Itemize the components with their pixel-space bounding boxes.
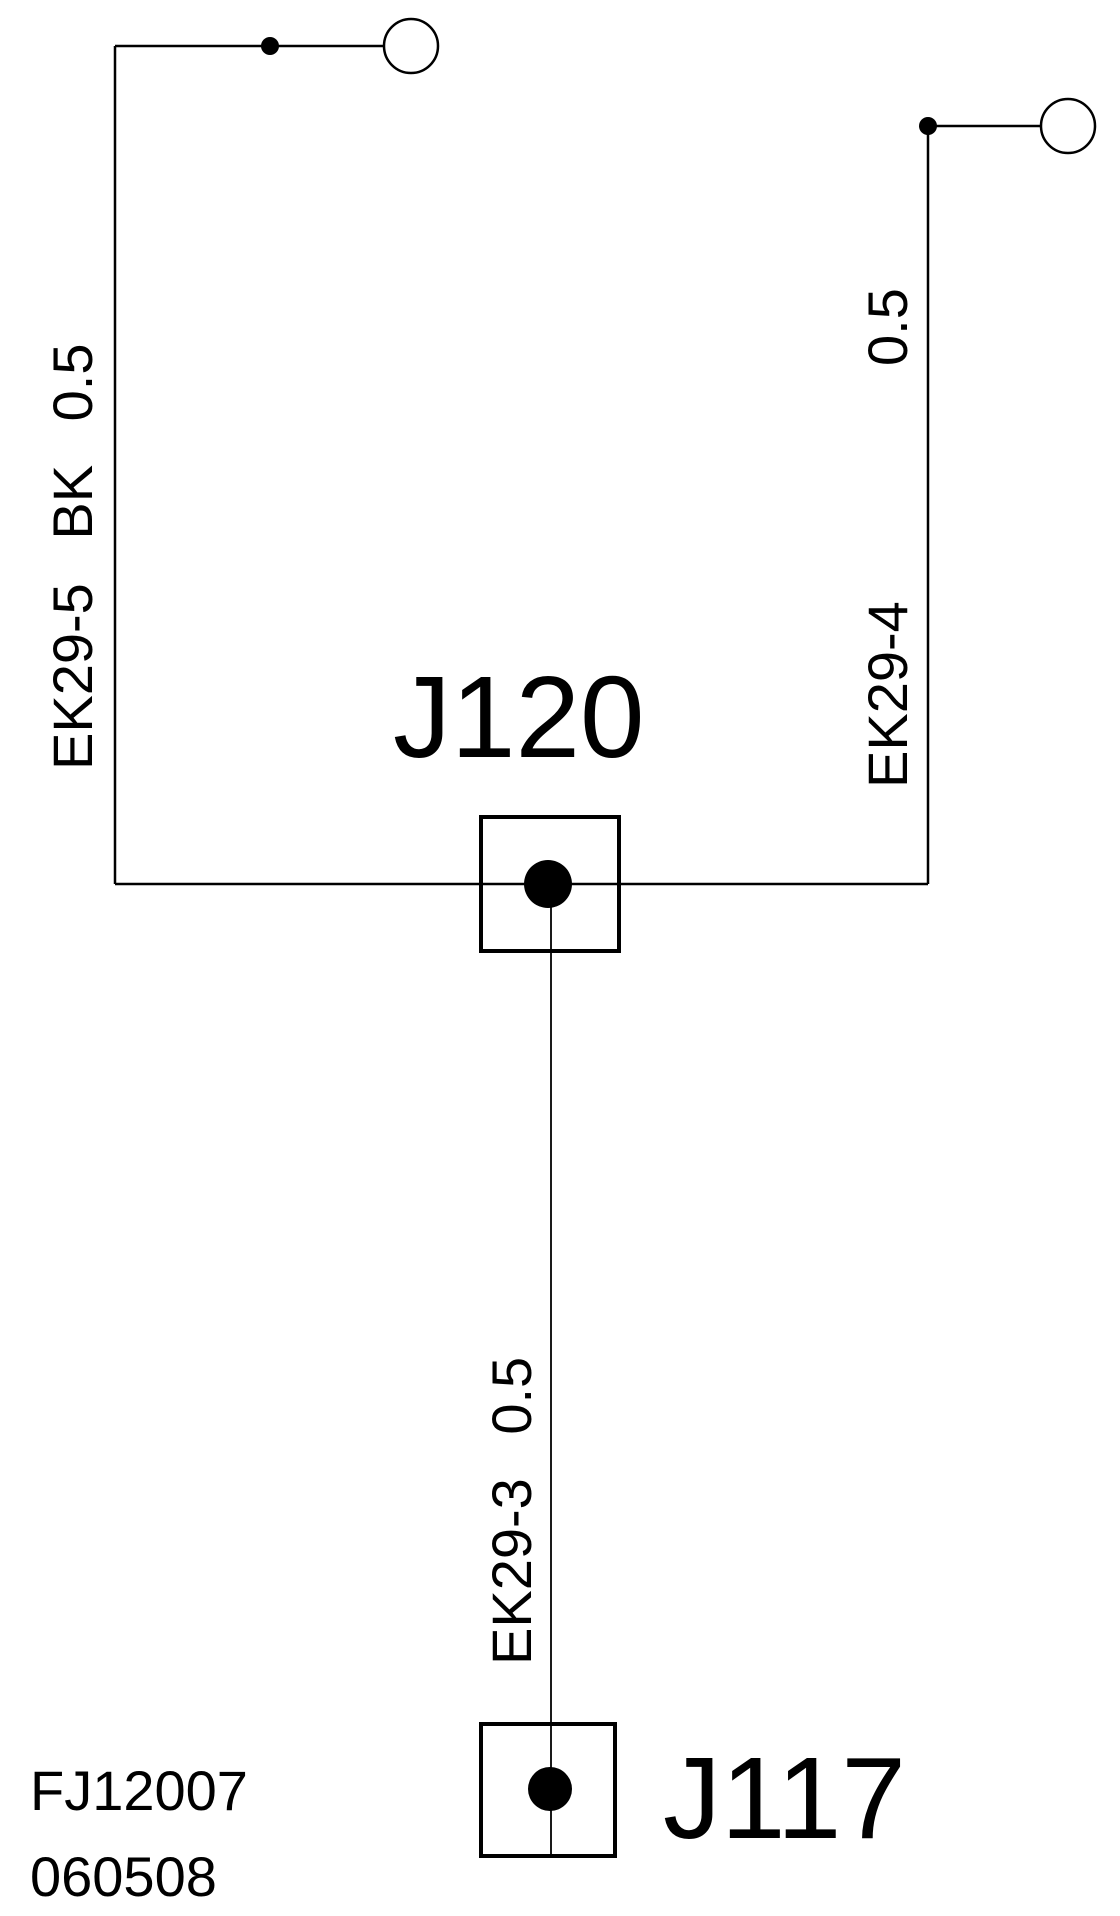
wire-ek29-3-label: EK29-3 0.5 <box>480 1357 543 1665</box>
wire-ek29-4 <box>548 97 1097 886</box>
terminal-right <box>1039 97 1097 155</box>
drawing-code-line1: FJ12007 <box>30 1759 248 1822</box>
wire-ek29-5-label: EK29-5 BK 0.5 <box>41 344 104 770</box>
connector-j117-pin <box>528 1767 572 1811</box>
connector-j117-box <box>479 1722 617 1858</box>
terminal-left <box>382 17 440 75</box>
wire-ek29-3-circuit: EK29-3 <box>480 1478 543 1665</box>
wire-ek29-5-size: 0.5 <box>41 344 104 422</box>
wire-ek29-5-circuit: EK29-5 <box>41 583 104 770</box>
connector-j120-label: J120 <box>393 652 645 782</box>
connector-j120-box <box>479 815 621 953</box>
wire-ek29-5-color: BK <box>41 465 104 540</box>
drawing-code-line2: 060508 <box>30 1845 217 1908</box>
splice-dot-right <box>919 117 937 135</box>
wire-ek29-4-size: 0.5 <box>856 288 919 366</box>
drawing-code: FJ12007 060508 <box>30 1759 248 1908</box>
wire-ek29-3-size: 0.5 <box>480 1357 543 1435</box>
connector-j120: J120 <box>393 652 645 953</box>
connector-j120-pin <box>524 860 572 908</box>
wire-ek29-5 <box>113 17 548 886</box>
connector-j117-label: J117 <box>663 1733 906 1863</box>
wire-ek29-4-circuit: EK29-4 <box>856 601 919 788</box>
connector-j117: J117 <box>479 1722 906 1863</box>
splice-dot-left <box>261 37 279 55</box>
